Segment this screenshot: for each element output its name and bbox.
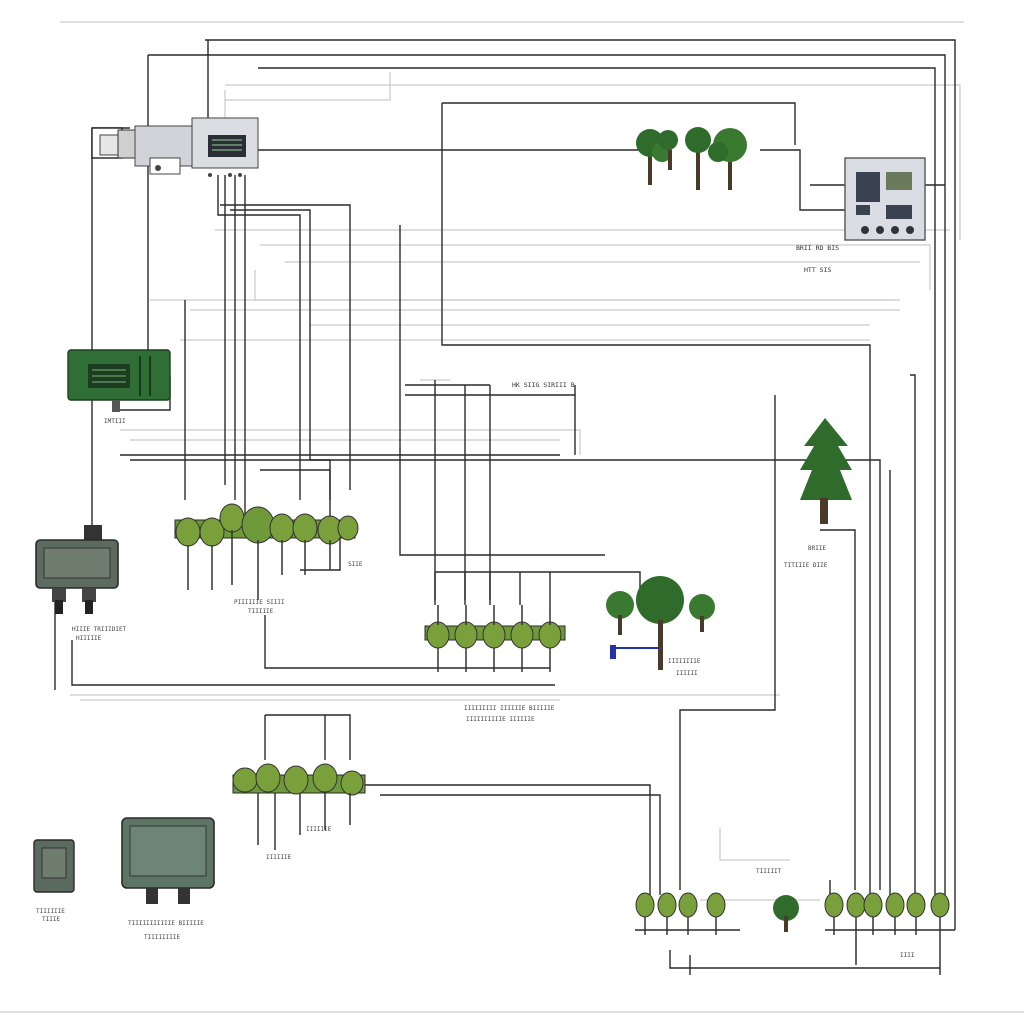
main-wires <box>54 39 956 975</box>
label-bottom-box-a: TIIIIIIIIIIIE BIIIIIE <box>128 920 204 927</box>
diagram-frame <box>0 21 1024 1013</box>
label-left-box-a: HIIIE TRIIIDIET <box>72 626 127 633</box>
label-panel-right-a: BRII RD BIS <box>796 244 840 252</box>
label-bottom-left-a: TIIIIIIE <box>36 908 65 915</box>
faint-wires <box>70 72 961 901</box>
label-tree-mid-2: IIIIII <box>676 670 698 677</box>
label-valve-group-a: PIIIIIIE SIIII <box>234 599 285 606</box>
label-panel-right-b: HTT SIS <box>804 266 832 274</box>
label-bottom-right: TIIIIIT <box>756 868 782 875</box>
left-control-box <box>35 525 119 614</box>
center-tree-group <box>606 576 715 670</box>
label-center-top: HK SIIG SIRIII B <box>512 381 575 389</box>
bottom-center-box <box>121 817 215 904</box>
secondary-control-panel <box>844 157 926 241</box>
main-controller <box>91 117 259 177</box>
lower-valve-cluster <box>232 763 366 850</box>
left-valve-cluster <box>174 503 359 600</box>
label-green-box: IMTIII <box>104 418 126 425</box>
label-lower-group-2: IIIIIIE <box>266 854 292 861</box>
label-bottom-left-b: TIIIE <box>42 916 61 923</box>
label-center-mid-b: IIIIIIIIIIE IIIIIIE <box>466 716 535 723</box>
label-tree-mid: IIIIIIIIE <box>668 658 701 665</box>
controller-display-grid <box>212 139 242 151</box>
green-junction-box <box>67 349 171 412</box>
bottom-left-valve-row <box>635 892 726 935</box>
blue-sensor-mark <box>610 645 660 659</box>
bottom-small-tree <box>773 895 799 932</box>
bottom-right-valve-row <box>824 892 950 975</box>
label-valve-group-a2: TIIIIIE <box>248 608 274 615</box>
label-tree-right-2: TITIIIE DIIE <box>784 562 828 569</box>
center-valve-row <box>424 605 566 672</box>
top-tree-group <box>636 127 747 190</box>
label-bottom-box-b: TIIIIIIIIE <box>144 934 181 941</box>
right-tall-tree <box>800 418 852 524</box>
bottom-left-small-box <box>33 839 75 893</box>
label-bottom-right-2: IIII <box>900 952 915 959</box>
label-center-mid-a: IIIIIIIII IIIIIIE BIIIIIE <box>464 705 555 712</box>
label-lower-group: IIIIIIE <box>306 826 332 833</box>
label-valve-group-a3: SIIE <box>348 561 363 568</box>
label-tree-right: BRIIE <box>808 545 827 552</box>
label-left-box-b: HIIIIIE <box>76 635 102 642</box>
